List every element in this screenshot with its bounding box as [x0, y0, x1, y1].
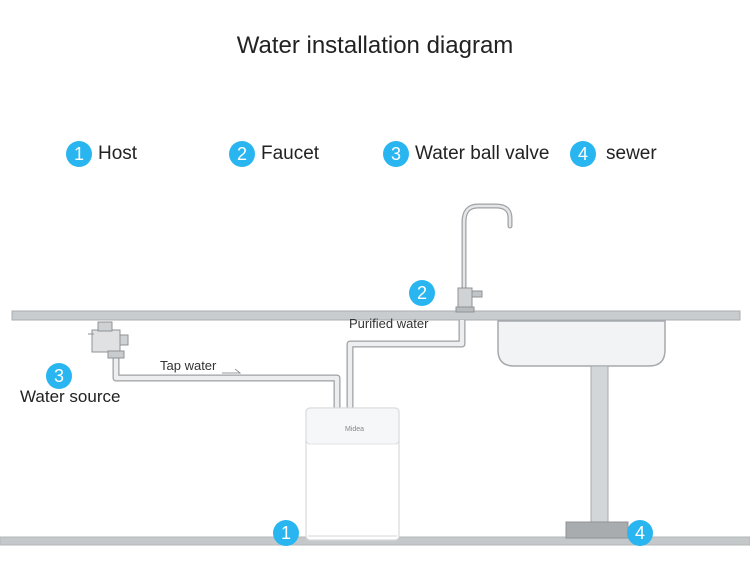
sink-basin — [497, 320, 666, 367]
water-source-label: Water source — [20, 387, 121, 406]
legend-badge-4: 4 — [570, 141, 596, 167]
faucet-icon — [455, 203, 513, 313]
sewer-marker: 4 — [627, 520, 653, 546]
legend-label-valve: Water ball valve — [415, 143, 550, 164]
flow-arrow-icon — [222, 368, 242, 374]
legend-valve: 3 Water ball valve — [383, 140, 549, 168]
host-marker: 1 — [273, 520, 299, 546]
drain-pipe — [590, 365, 609, 525]
purified-water-label: Purified water — [349, 316, 429, 331]
purified-water-pipe — [346, 320, 466, 408]
sewer-box — [565, 521, 629, 539]
legend-badge-2: 2 — [229, 141, 255, 167]
host-brand-logo: Midea — [345, 426, 365, 433]
faucet-marker: 2 — [409, 280, 435, 306]
legend-faucet: 2 Faucet — [229, 140, 319, 168]
legend-label-host: Host — [98, 143, 138, 164]
water-ball-valve-icon — [88, 321, 129, 359]
valve-marker: 3 — [46, 363, 72, 389]
diagram-title: Water installation diagram — [236, 32, 514, 59]
legend-label-faucet: Faucet — [261, 143, 320, 164]
legend-label-sewer: sewer — [606, 143, 657, 164]
countertop — [11, 310, 741, 321]
legend-host: 1 Host — [66, 140, 137, 168]
legend-badge-3: 3 — [383, 141, 409, 167]
legend-sewer: 4 sewer — [570, 140, 657, 168]
tap-water-pipe — [112, 358, 341, 408]
legend-badge-1: 1 — [66, 141, 92, 167]
host-unit — [305, 407, 400, 541]
tap-water-label: Tap water — [160, 358, 217, 373]
